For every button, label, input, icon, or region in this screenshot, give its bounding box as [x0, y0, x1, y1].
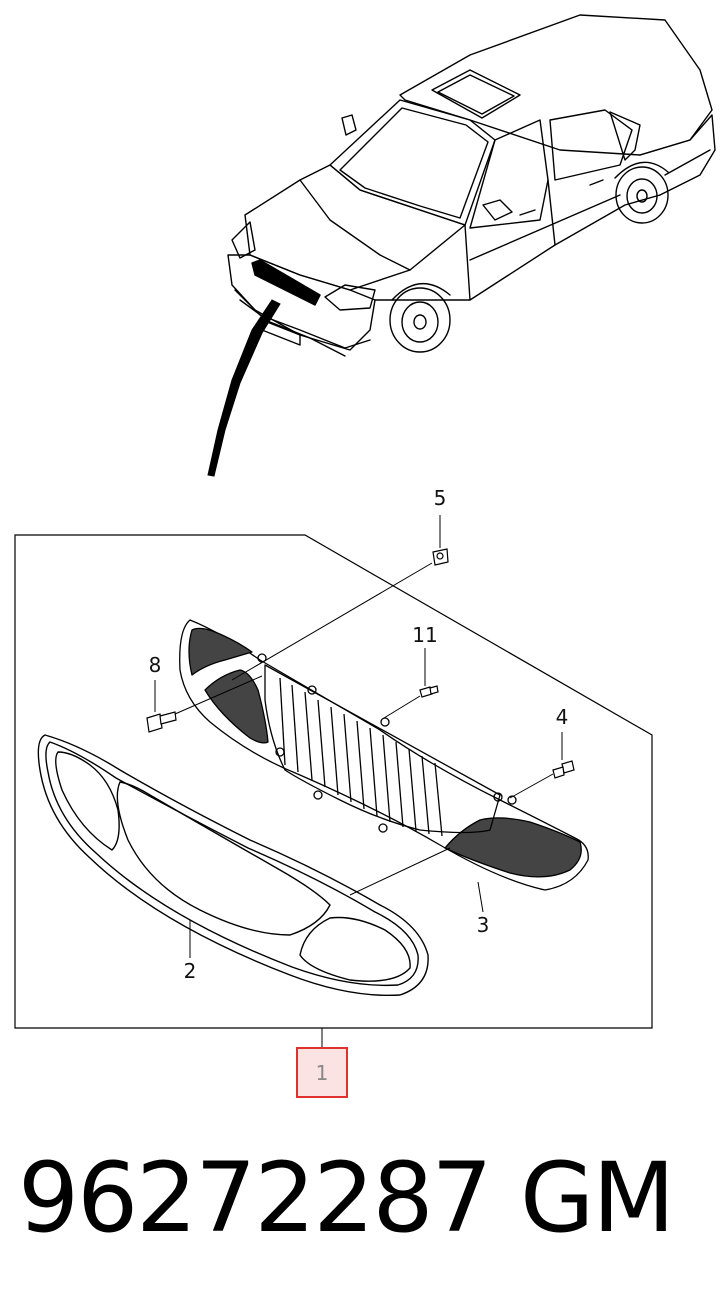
detail-frame [14, 534, 653, 1029]
callout-5: 5 [434, 486, 447, 510]
part-number: 96272287 [18, 1142, 493, 1254]
screw-11 [419, 685, 439, 698]
callout-1[interactable]: 1 [316, 1061, 329, 1085]
bolt-8 [146, 711, 177, 733]
grille-surround [37, 734, 429, 997]
leader-swoosh [207, 299, 281, 477]
brand-label: GM [520, 1142, 675, 1254]
callout-1-box[interactable] [296, 1047, 348, 1098]
callout-4: 4 [556, 705, 569, 729]
callout-3: 3 [477, 913, 490, 937]
callout-1-hotspot[interactable]: 1 [296, 1047, 348, 1098]
car-illustration [227, 14, 716, 357]
screw-4 [552, 760, 575, 779]
callout-2: 2 [184, 959, 197, 983]
callout-11: 11 [412, 623, 437, 647]
leader-lines [154, 515, 563, 958]
main-grille [179, 619, 589, 891]
callout-8: 8 [149, 653, 162, 677]
clip-nut-5 [432, 548, 449, 566]
